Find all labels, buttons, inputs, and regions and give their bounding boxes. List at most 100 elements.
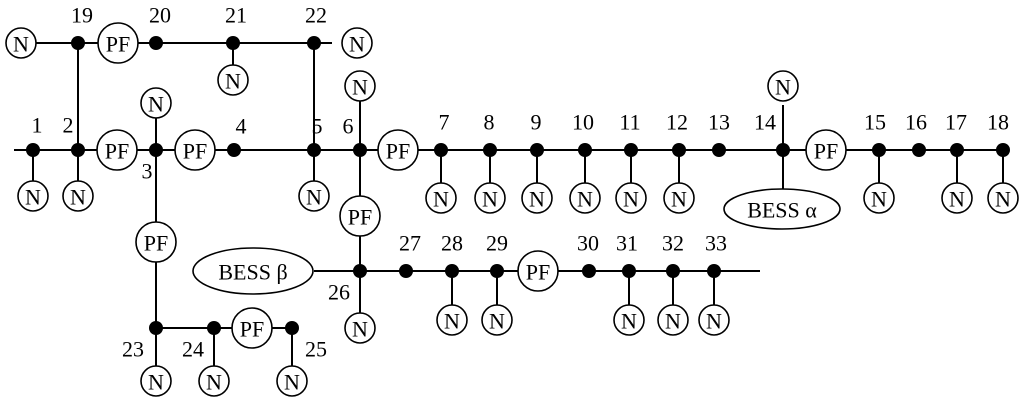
bus-number-9: 9 [531, 110, 542, 135]
pf-controller: PF [517, 250, 559, 292]
load-circle [657, 304, 689, 336]
load-circle [5, 27, 37, 59]
load-label: N [206, 370, 222, 395]
bess-beta: BESS β [192, 247, 314, 295]
load-node: N [767, 70, 799, 102]
load-node: N [569, 182, 601, 214]
load-node: N [987, 182, 1019, 214]
load-label: N [529, 187, 545, 212]
load-label: N [13, 32, 29, 57]
bus-3 [149, 143, 163, 157]
load-node: N [344, 70, 376, 102]
load-node: N [276, 365, 308, 397]
bus-number-12: 12 [666, 110, 688, 135]
load-node: N [663, 182, 695, 214]
load-node: N [217, 64, 249, 96]
load-node: N [198, 365, 230, 397]
bus-26 [353, 264, 367, 278]
pf-controller: PF [135, 221, 177, 263]
bus-6 [353, 143, 367, 157]
bus-number-24: 24 [182, 337, 204, 362]
bus-number-21: 21 [225, 3, 247, 28]
bus-27 [399, 264, 413, 278]
load-circle [140, 87, 172, 119]
bus-1 [26, 143, 40, 157]
load-node: N [474, 182, 506, 214]
load-circle [436, 304, 468, 336]
load-node: N [140, 87, 172, 119]
load-label: N [706, 309, 722, 334]
load-label: N [148, 92, 164, 117]
bus-19 [71, 36, 85, 50]
bus-25 [285, 321, 299, 335]
bus-22 [307, 36, 321, 50]
load-node: N [5, 27, 37, 59]
pf-label: PF [144, 231, 168, 256]
load-label: N [25, 185, 41, 210]
bus-number-20: 20 [149, 3, 171, 28]
bus-number-22: 22 [305, 3, 327, 28]
load-circle [613, 304, 645, 336]
load-label: N [621, 309, 637, 334]
load-label: N [995, 187, 1011, 212]
load-node: N [863, 182, 895, 214]
bus-21 [226, 36, 240, 50]
load-circle [344, 312, 376, 344]
pf-label: PF [814, 139, 838, 164]
load-label: N [433, 187, 449, 212]
bus-32 [666, 264, 680, 278]
load-circle [941, 182, 973, 214]
bus-29 [490, 264, 504, 278]
bus-number-6: 6 [343, 114, 354, 139]
bess-alpha-ellipse [723, 188, 841, 230]
load-label: N [70, 185, 86, 210]
bus-28 [445, 264, 459, 278]
pf-controller: PF [805, 129, 847, 171]
load-circle [341, 27, 373, 59]
load-node: N [62, 180, 94, 212]
pf-controller: PF [97, 22, 139, 64]
load-label: N [623, 187, 639, 212]
bus-7 [434, 143, 448, 157]
pf-circle [377, 129, 419, 171]
load-circle [217, 64, 249, 96]
bus-20 [149, 36, 163, 50]
load-circle [276, 365, 308, 397]
bus-number-33: 33 [705, 231, 727, 256]
bus-number-23: 23 [122, 337, 144, 362]
load-circle [615, 182, 647, 214]
bus-nodes [26, 36, 1010, 335]
load-label: N [352, 317, 368, 342]
bess-alpha: BESS α [723, 188, 841, 230]
load-circle [863, 182, 895, 214]
bus-number-30: 30 [577, 231, 599, 256]
bus-number-13: 13 [708, 110, 730, 135]
bus-10 [578, 143, 592, 157]
bus-23 [149, 321, 163, 335]
load-node: N [140, 365, 172, 397]
load-label: N [148, 370, 164, 395]
load-label: N [284, 370, 300, 395]
bus-18 [996, 143, 1010, 157]
bus-number-19: 19 [71, 3, 93, 28]
load-circle [344, 70, 376, 102]
load-label: N [489, 309, 505, 334]
pf-circle [517, 250, 559, 292]
load-circle [425, 182, 457, 214]
load-circle [62, 180, 94, 212]
load-label: N [352, 75, 368, 100]
load-circle [767, 70, 799, 102]
pf-controller: PF [339, 195, 381, 237]
pf-circle [174, 129, 216, 171]
load-node: N [698, 304, 730, 336]
bus-8 [483, 143, 497, 157]
load-node: N [613, 304, 645, 336]
load-circle [521, 182, 553, 214]
bus-number-15: 15 [864, 110, 886, 135]
bus-number-17: 17 [945, 110, 967, 135]
load-node: N [481, 304, 513, 336]
load-node: N [298, 180, 330, 212]
bus-number-1: 1 [32, 113, 43, 138]
